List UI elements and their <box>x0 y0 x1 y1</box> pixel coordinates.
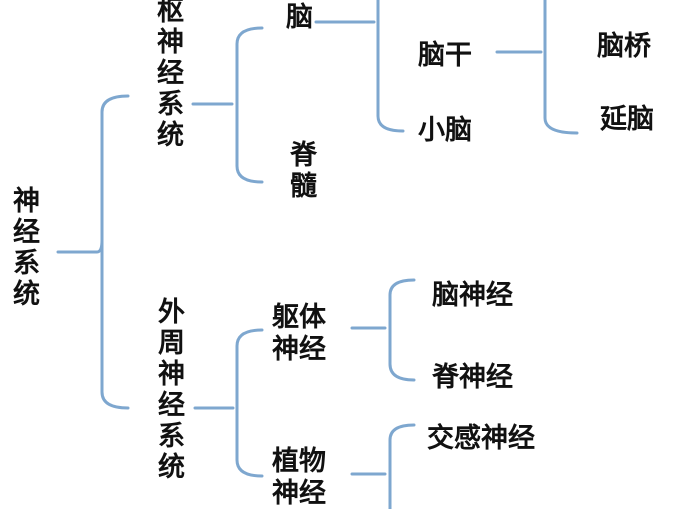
node-brainstem: 脑干 <box>418 40 472 71</box>
node-pons: 脑桥 <box>597 31 651 62</box>
connector-peripheral <box>193 328 264 478</box>
node-brain: 脑 <box>286 2 313 33</box>
connector-central <box>191 26 264 184</box>
node-nervous-system: 神经系统 <box>8 186 39 310</box>
node-cerebellum: 小脑 <box>418 115 472 146</box>
node-cranial-nerves: 脑神经 <box>432 280 513 311</box>
node-sympathetic-nerves: 交感神经 <box>427 423 535 454</box>
connector-brain <box>314 0 405 133</box>
node-central-nervous-system: 枢神经系统 <box>152 0 183 151</box>
node-autonomic-nerves: 植物神经 <box>272 446 326 509</box>
node-medulla: 延脑 <box>600 104 654 135</box>
connector-root <box>56 94 130 410</box>
node-somatic-nerves: 躯体神经 <box>272 302 326 365</box>
connector-autonomic <box>350 423 416 513</box>
connector-brainstem <box>495 0 579 135</box>
node-peripheral-nervous-system: 外周神经系统 <box>153 297 184 483</box>
node-spinal-nerves: 脊神经 <box>432 362 513 393</box>
connector-somatic <box>350 278 416 382</box>
node-spinal-cord: 脊髓 <box>285 140 316 202</box>
